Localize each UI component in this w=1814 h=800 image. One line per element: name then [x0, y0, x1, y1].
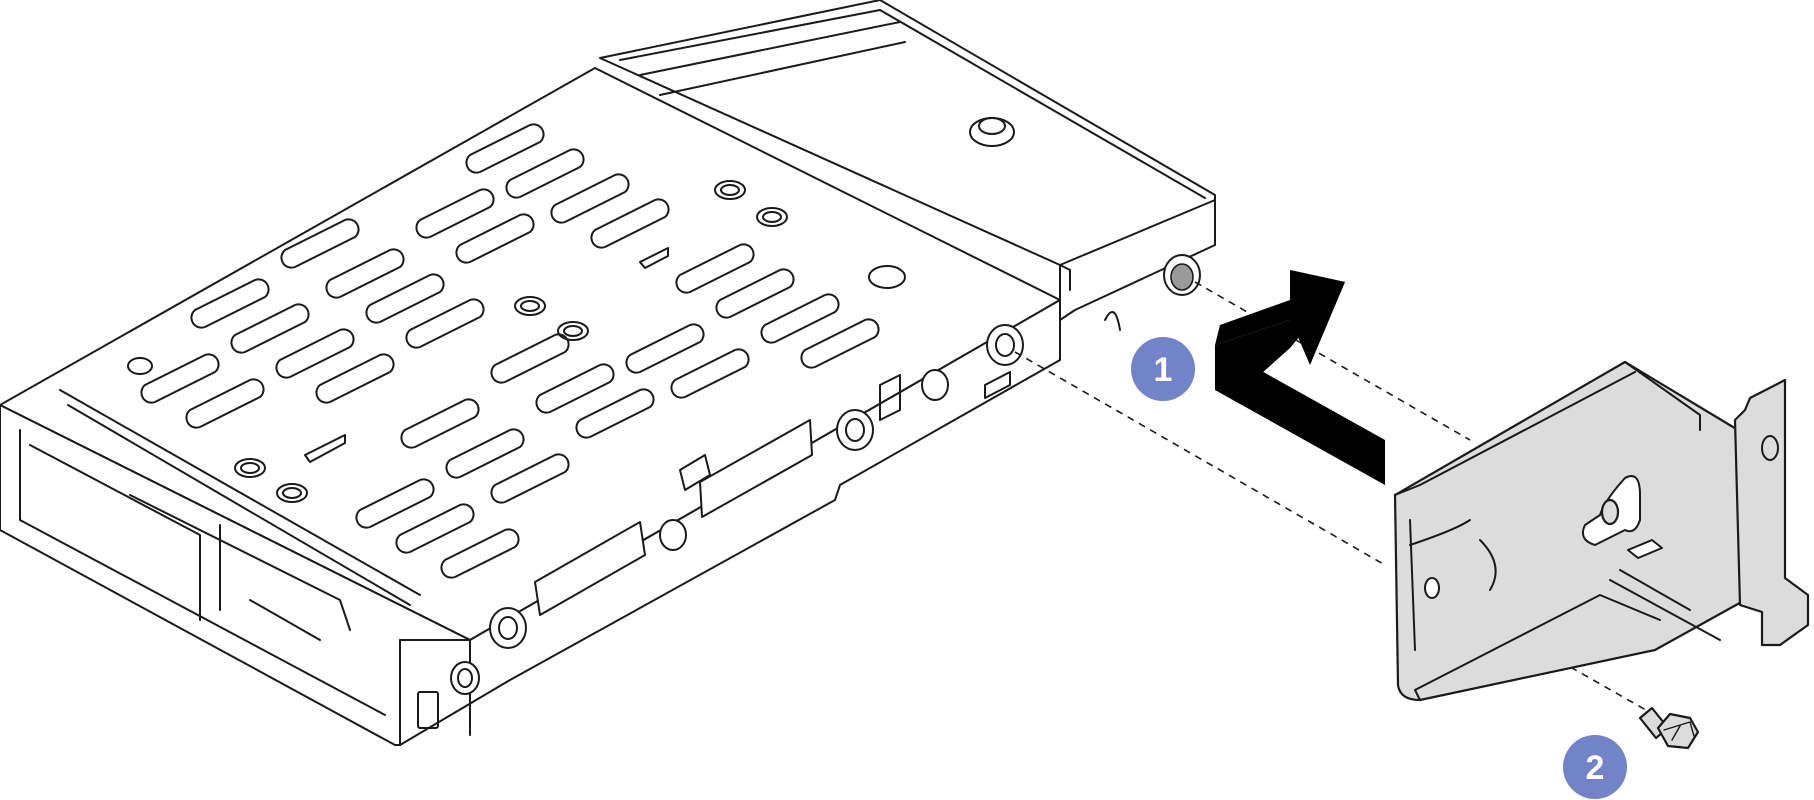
callout-1: 1 [1131, 337, 1195, 401]
install-direction-arrow-icon [1215, 270, 1385, 485]
screw-icon [1638, 706, 1700, 750]
callout-2: 2 [1563, 735, 1627, 799]
vent-slots [127, 123, 906, 579]
callout-2-label: 2 [1586, 749, 1605, 787]
mounting-bracket-illustration [1393, 360, 1810, 702]
callout-1-label: 1 [1154, 351, 1173, 389]
drive-cage-illustration [0, 0, 1216, 746]
